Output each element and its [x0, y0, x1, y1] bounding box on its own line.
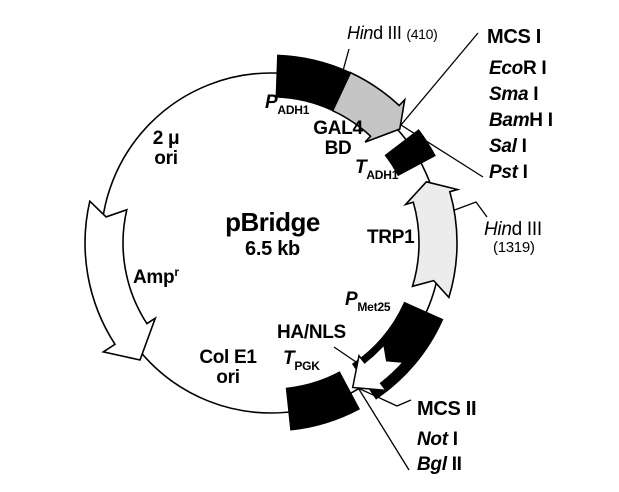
hind3-1319-position: (1319): [493, 238, 535, 256]
leader-line-mcs2: [357, 387, 412, 407]
enzyme-sal1: Sal I: [489, 136, 527, 157]
hind3-1319-label: Hind III (1319): [484, 220, 542, 256]
mcs2-enzyme-list: Not I Bgl II: [417, 427, 462, 477]
hind3-410-position: (410): [406, 26, 438, 42]
amp-r-arrow: [84, 199, 157, 361]
col-e1-ori-label: Col E1 ori: [199, 347, 257, 388]
enzyme-pst1: Pst I: [489, 162, 528, 183]
plasmid-title: pBridge 6.5 kb: [205, 207, 340, 261]
enzyme-ecor1: EcoR I: [489, 58, 547, 79]
tadh1-terminator-segment: [384, 129, 436, 177]
padh1-label: PADH1: [265, 92, 310, 117]
enzyme-not1: Not I: [417, 429, 458, 450]
amp-r-label: Ampr: [133, 265, 179, 288]
tpgk-terminator-segment: [285, 371, 360, 431]
met25-direction-arrow: [351, 343, 405, 392]
hind3-1319-name: Hind III: [484, 219, 542, 240]
hind3-410-plain: d III: [373, 23, 402, 43]
mcs1-title: MCS I: [487, 26, 542, 48]
enzyme-bamh1: BamH I: [489, 110, 553, 131]
trp1-arrow: [403, 180, 461, 299]
trp1-label: TRP1: [367, 227, 415, 248]
leader-line-hind3-1319: [451, 201, 488, 218]
leader-line-not1-bgl2: [356, 385, 410, 471]
two-micron-ori-label: 2 μ ori: [152, 128, 180, 169]
enzyme-sma1: Sma I: [489, 84, 539, 105]
plasmid-size: 6.5 kb: [245, 238, 300, 261]
hind3-410-label: Hind III (410): [347, 24, 438, 43]
gal4-bd-label: GAL4 BD: [313, 118, 363, 159]
mcs2-title: MCS II: [417, 398, 477, 420]
plasmid-name: pBridge: [225, 207, 320, 237]
leader-line-ha-nls: [333, 346, 357, 363]
tpgk-label: TPGK: [283, 348, 320, 373]
mcs1-enzyme-list: EcoR I Sma I BamH I Sal I Pst I: [489, 56, 553, 186]
enzyme-bgl2: Bgl II: [417, 454, 462, 475]
gal4-bd-arrow: [331, 71, 406, 143]
tadh1-label: TADH1: [355, 157, 399, 182]
hind3-410-italic: Hin: [347, 23, 374, 43]
pmet25-label: PMet25: [345, 289, 391, 314]
ha-nls-label: HA/NLS: [277, 322, 346, 343]
